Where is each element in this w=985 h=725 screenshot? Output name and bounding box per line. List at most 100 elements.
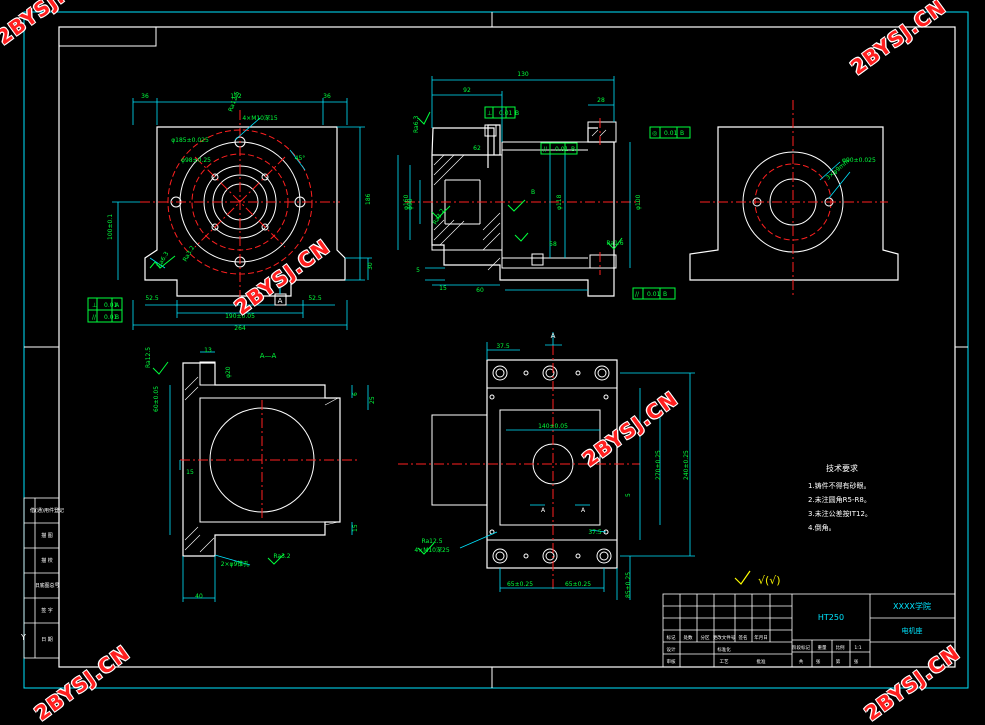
- corner-label: Y: [20, 633, 26, 642]
- title-part-name: 电机座: [902, 626, 923, 635]
- aa-dimension: Ra12.5: [145, 347, 152, 368]
- front-dimension: 192: [230, 93, 242, 100]
- aa-dimension: 15: [186, 469, 194, 476]
- section-dimension: 5: [416, 267, 420, 274]
- top-dimension: 240±0.25: [683, 450, 690, 480]
- tolerance-symbol: ⊥: [487, 110, 492, 117]
- top-dimension: 65±0.25: [565, 581, 591, 588]
- tolerance-symbol: //: [635, 291, 640, 298]
- front-dimension: Ra6.3: [156, 250, 171, 269]
- front-dimension: 36: [141, 93, 149, 100]
- section-dimension: 62: [473, 145, 481, 152]
- front-view: [87, 98, 372, 330]
- tolerance-datum: B: [571, 146, 575, 153]
- aa-dimension: φ20: [225, 366, 232, 378]
- title-block: [662, 593, 956, 668]
- title-material: HT250: [818, 613, 844, 622]
- aa-dimension: 13: [204, 347, 212, 354]
- aa-dimension: 15: [352, 524, 359, 532]
- title-block-label: 设计: [667, 646, 676, 653]
- top-dimension: 37.5: [588, 529, 602, 536]
- notes-item: 1.铸件不得有砂眼。: [808, 481, 871, 490]
- title-block-label: 标准化: [717, 646, 731, 653]
- title-block-label: 审核: [667, 658, 676, 665]
- top-dimension: 65±0.25: [507, 581, 533, 588]
- tolerance-symbol: ◎: [652, 130, 657, 137]
- aa-dimension: Ra3.2: [273, 553, 290, 560]
- section-dimension: 60: [476, 287, 484, 294]
- top-left-code-box: [59, 27, 157, 47]
- section-dimension: 130: [517, 71, 529, 78]
- top-dimension: A: [581, 507, 586, 514]
- stamp-panel-label: 描 图: [41, 532, 53, 539]
- notes-item: 2.未注圆角R5-R8。: [808, 495, 871, 504]
- side-view: [689, 100, 899, 298]
- aa-dimension: 2×φ9锥孔: [221, 560, 250, 568]
- section-dimension: Ra6.3: [413, 116, 420, 133]
- section-marker: A: [551, 332, 556, 340]
- tolerance-datum: A: [115, 302, 120, 309]
- aa-dimension: 60±0.05: [153, 386, 160, 412]
- section-title: A—A: [260, 352, 277, 360]
- roughness-mark: [734, 570, 751, 585]
- datum-label: A: [278, 297, 283, 305]
- tolerance-datum: B: [663, 291, 667, 298]
- tolerance-value: 0.01: [104, 314, 118, 321]
- section-view: [397, 76, 691, 300]
- title-block-label: 批准: [757, 658, 766, 665]
- front-dimension: 190±0.05: [225, 313, 255, 320]
- title-block-label: 阶段标记: [792, 644, 810, 651]
- section-dimension: Ra1.6: [606, 240, 623, 247]
- front-dimension: φ185±0.025: [171, 137, 209, 144]
- outer-border: [23, 11, 969, 689]
- section-dimension: 92: [463, 87, 471, 94]
- top-dimension: A: [541, 507, 546, 514]
- side-dimension: 3×φ9mm: [825, 158, 851, 182]
- section-dimension: φ160: [403, 194, 410, 210]
- title-block-label: 比例: [836, 644, 845, 651]
- front-dimension: 186: [365, 193, 372, 205]
- tolerance-value: 0.01: [555, 146, 569, 153]
- notes-item: 3.未注公差按IT12。: [808, 509, 872, 518]
- tolerance-datum: B: [115, 314, 119, 321]
- aa-section-view: [152, 351, 369, 602]
- front-dimension: 264: [234, 325, 246, 332]
- front-dimension: 52.5: [145, 295, 159, 302]
- tolerance-value: 0.01: [499, 110, 513, 117]
- tolerance-value: 0.01: [664, 130, 678, 137]
- top-view: [398, 332, 695, 600]
- aa-dimension: 6: [352, 392, 359, 396]
- top-dimension: 4×M10深25: [414, 546, 449, 554]
- top-dimension: 140±0.05: [538, 423, 568, 430]
- title-block-label: 工艺: [720, 659, 729, 665]
- title-block-label: 分区: [701, 634, 710, 641]
- section-dimension: 58: [549, 241, 557, 248]
- stamp-panel-label: 描 校: [41, 557, 53, 564]
- section-dimension: 28: [597, 97, 605, 104]
- stamp-panel-label: 签 字: [41, 607, 53, 614]
- zone-ticks: [24, 12, 968, 688]
- title-block-label: 张: [854, 658, 859, 665]
- tolerance-datum: B: [515, 110, 519, 117]
- title-block-label: 重量: [818, 644, 827, 651]
- notes-title: 技术要求: [826, 463, 858, 473]
- notes-item: 4.倒角。: [808, 523, 836, 532]
- section-dimension: φ100: [635, 194, 642, 210]
- section-dimension: Ra3.2: [432, 207, 447, 226]
- left-stamp-panel: [23, 497, 60, 659]
- title-block-label: 更改文件号: [713, 634, 736, 641]
- title-block-label: 签名: [739, 634, 748, 641]
- top-dimension: 270±0.25: [655, 450, 662, 480]
- title-block-label: 第: [836, 658, 841, 665]
- top-dimension: 85±0.25: [625, 572, 632, 598]
- front-dimension: 100±0.1: [107, 214, 114, 240]
- title-block-label: 张: [816, 658, 821, 665]
- tolerance-value: 0.01: [647, 291, 661, 298]
- stamp-panel-label: 旧底图总号: [34, 582, 59, 589]
- aa-dimension: 25: [369, 396, 376, 404]
- top-dimension: 5: [625, 493, 632, 497]
- drawing-canvas: 361923626452.552.5190±0.05Ra12.54×M10深15…: [20, 11, 969, 689]
- section-dimension: φ118: [556, 194, 563, 210]
- title-school: XXXX学院: [893, 601, 931, 611]
